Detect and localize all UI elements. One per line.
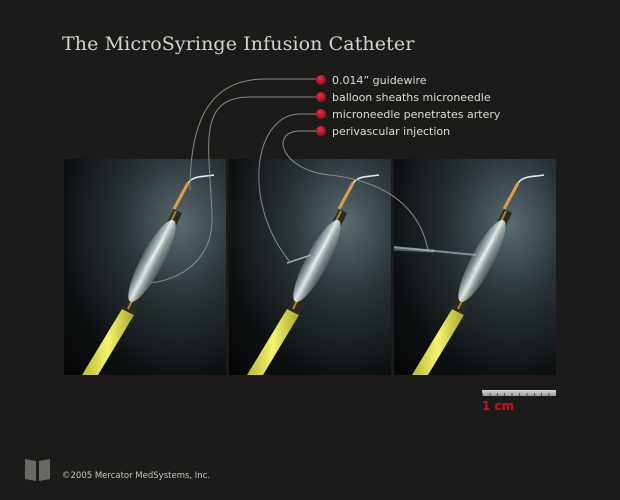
page-title: The MicroSyringe Infusion Catheter [62,33,415,55]
catheter-panel-injection [394,159,556,375]
legend-label: balloon sheaths microneedle [332,91,491,104]
legend-item-balloon: balloon sheaths microneedle [316,89,500,106]
copyright-text: ©2005 Mercator MedSystems, Inc. [62,471,211,481]
legend-label: perivascular injection [332,125,451,138]
legend-item-guidewire: 0.014” guidewire [316,72,500,89]
catheter-illustration [82,174,215,375]
company-logo-icon [25,459,50,481]
legend-label: microneedle penetrates artery [332,108,501,121]
legend: 0.014” guidewire balloon sheaths microne… [316,72,500,140]
catheter-panel-microneedle [229,159,391,375]
catheter-illustration [394,174,545,375]
scale-label: 1 cm [482,399,515,413]
legend-marker-icon [316,109,326,119]
legend-marker-icon [316,126,326,136]
legend-label: 0.014” guidewire [332,74,427,87]
catheter-panel-guidewire [64,159,226,375]
legend-item-microneedle: microneedle penetrates artery [316,106,500,123]
catheter-illustration [247,174,380,375]
legend-marker-icon [316,75,326,85]
legend-item-injection: perivascular injection [316,123,500,140]
scale-ticks [482,393,556,396]
legend-marker-icon [316,92,326,102]
